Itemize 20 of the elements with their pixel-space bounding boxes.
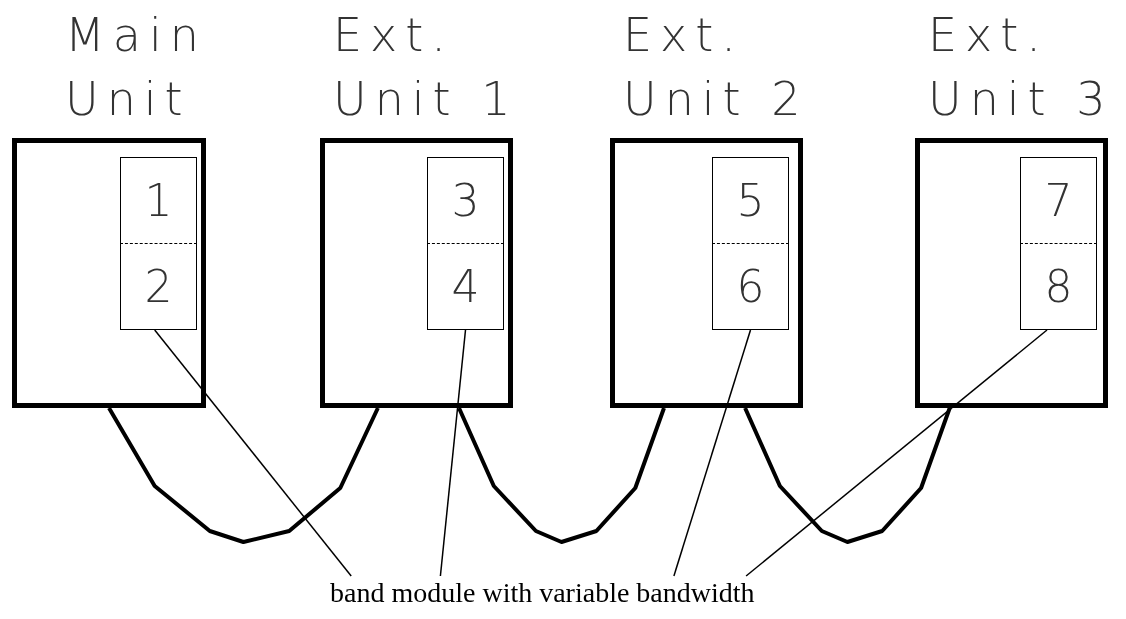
unit-label: Ext. Unit 3 [928,7,1115,128]
module-slot: 1 [120,157,197,244]
cable [107,407,380,544]
module-slot: 3 [427,157,504,244]
cable [457,407,666,544]
module-slot: 2 [120,244,197,330]
module-slot: 4 [427,244,504,330]
module-slot: 6 [712,244,789,330]
unit-label: Ext. Unit 2 [623,7,810,128]
module-slot: 8 [1020,244,1097,330]
unit-label: Main Unit [65,7,208,128]
callout-text: band module with variable bandwidth [330,576,755,610]
leader-line [439,329,467,577]
leader-line [673,329,752,577]
unit-label: Ext. Unit 1 [333,7,520,128]
leader-line [745,329,1048,577]
module-slot: 7 [1020,157,1097,244]
module-slot: 5 [712,157,789,244]
leader-line [153,329,352,577]
cable [743,407,952,544]
